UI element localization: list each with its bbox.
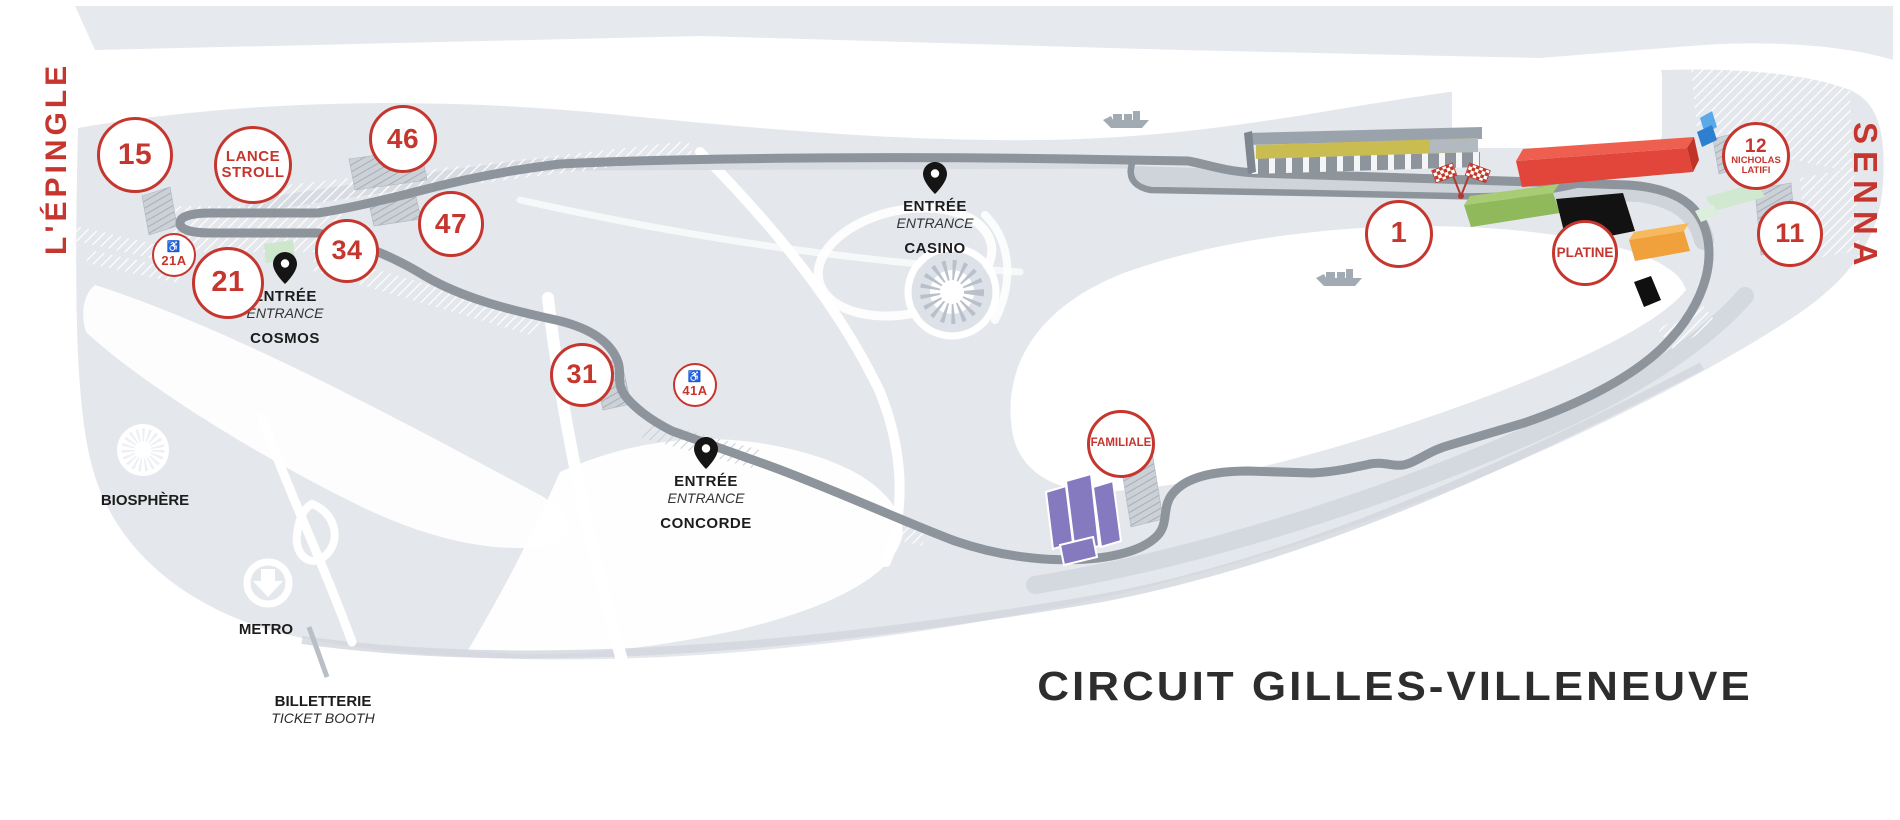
stand-label: 31 <box>566 359 598 390</box>
stand-number: 12 <box>1744 135 1768 157</box>
wheelchair-icon: ♿ <box>687 371 703 384</box>
stand-47[interactable]: 47 <box>418 191 484 257</box>
entrance-label-fr: ENTRÉE <box>903 198 967 215</box>
stand-label: 1 <box>1390 217 1408 250</box>
stand-21a[interactable]: ♿ 21A <box>152 233 196 277</box>
stand-21[interactable]: 21 <box>192 247 264 319</box>
stand-label: 11 <box>1775 218 1805 249</box>
stand-familiale[interactable]: FAMILIALE <box>1087 410 1155 478</box>
stand-15[interactable]: 15 <box>97 117 173 193</box>
stand-platine[interactable]: PLATINE <box>1552 220 1618 286</box>
wheelchair-icon: ♿ <box>166 241 182 254</box>
stand-name-line: LATIFI <box>1741 164 1771 176</box>
stand-41a[interactable]: ♿ 41A <box>673 363 717 407</box>
main-grandstand <box>1244 127 1482 174</box>
biosphere-label: BIOSPHÈRE <box>100 492 190 509</box>
entrance-cosmos: ENTRÉE ENTRANCE COSMOS <box>210 251 360 347</box>
stand-11[interactable]: 11 <box>1757 201 1823 267</box>
casino-icon <box>904 244 1000 340</box>
billetterie-label-en: TICKET BOOTH <box>271 710 375 726</box>
stand-label: 21 <box>211 266 245 299</box>
entrance-name: CASINO <box>904 240 966 257</box>
stand-label: FAMILIALE <box>1090 437 1152 450</box>
entrance-label-en: ENTRANCE <box>667 490 745 506</box>
stand-12-nicholas-latifi[interactable]: 12 NICHOLAS LATIFI <box>1722 122 1790 190</box>
corner-label-senna: SENNA <box>1847 122 1884 273</box>
black-tent <box>1634 276 1661 307</box>
billetterie-connector-line <box>306 626 330 678</box>
stand-31[interactable]: 31 <box>550 343 614 407</box>
green-stand <box>1464 184 1560 227</box>
boat-icon <box>1316 269 1362 286</box>
stand-lance-stroll[interactable]: LANCE STROLL <box>214 126 292 204</box>
boat-icon <box>1103 111 1149 128</box>
entrance-label-en: ENTRANCE <box>896 215 974 231</box>
stand-1[interactable]: 1 <box>1365 200 1433 268</box>
purple-stands <box>1044 472 1123 567</box>
stand-label: 34 <box>331 235 363 266</box>
paddock-building <box>1452 62 1662 148</box>
entrance-label-fr: ENTRÉE <box>674 473 738 490</box>
corner-label-epingle: L'ÉPINGLE <box>40 61 73 255</box>
red-building <box>1516 137 1699 187</box>
biosphere-icon <box>117 424 169 476</box>
stand-label: 21A <box>161 253 187 269</box>
checkered-flag-icon <box>1431 162 1491 199</box>
stand-label: 15 <box>117 137 153 171</box>
blue-marker <box>1697 111 1717 147</box>
metro-icon <box>243 558 293 608</box>
billetterie-label: BILLETTERIE TICKET BOOTH <box>223 693 423 726</box>
entrance-name: CONCORDE <box>660 515 752 532</box>
entrance-label-en: ENTRANCE <box>246 305 324 321</box>
page-title: CIRCUIT GILLES-VILLENEUVE <box>1037 664 1753 710</box>
entrance-label-fr: ENTRÉE <box>253 288 317 305</box>
entrance-name: COSMOS <box>250 330 320 347</box>
entrance-concorde: ENTRÉE ENTRANCE CONCORDE <box>631 436 781 532</box>
stand-label: 47 <box>434 207 468 239</box>
billetterie-label-fr: BILLETTERIE <box>274 693 372 710</box>
stand-label: 41A <box>682 383 708 399</box>
orange-stand <box>1629 223 1690 261</box>
entrance-pin-icon <box>923 162 947 194</box>
entrance-pin-icon <box>273 252 297 284</box>
stand-label: LANCE STROLL <box>221 147 285 181</box>
entrance-pin-icon <box>694 437 718 469</box>
stand-label: 46 <box>386 122 420 154</box>
stand-label: PLATINE <box>1556 245 1614 261</box>
stand-46[interactable]: 46 <box>369 105 437 173</box>
stand-name-line: NICHOLAS <box>1731 154 1781 166</box>
stand-34[interactable]: 34 <box>315 219 379 283</box>
metro-label: METRO <box>238 621 294 638</box>
entrance-casino: ENTRÉE ENTRANCE CASINO <box>860 161 1010 257</box>
